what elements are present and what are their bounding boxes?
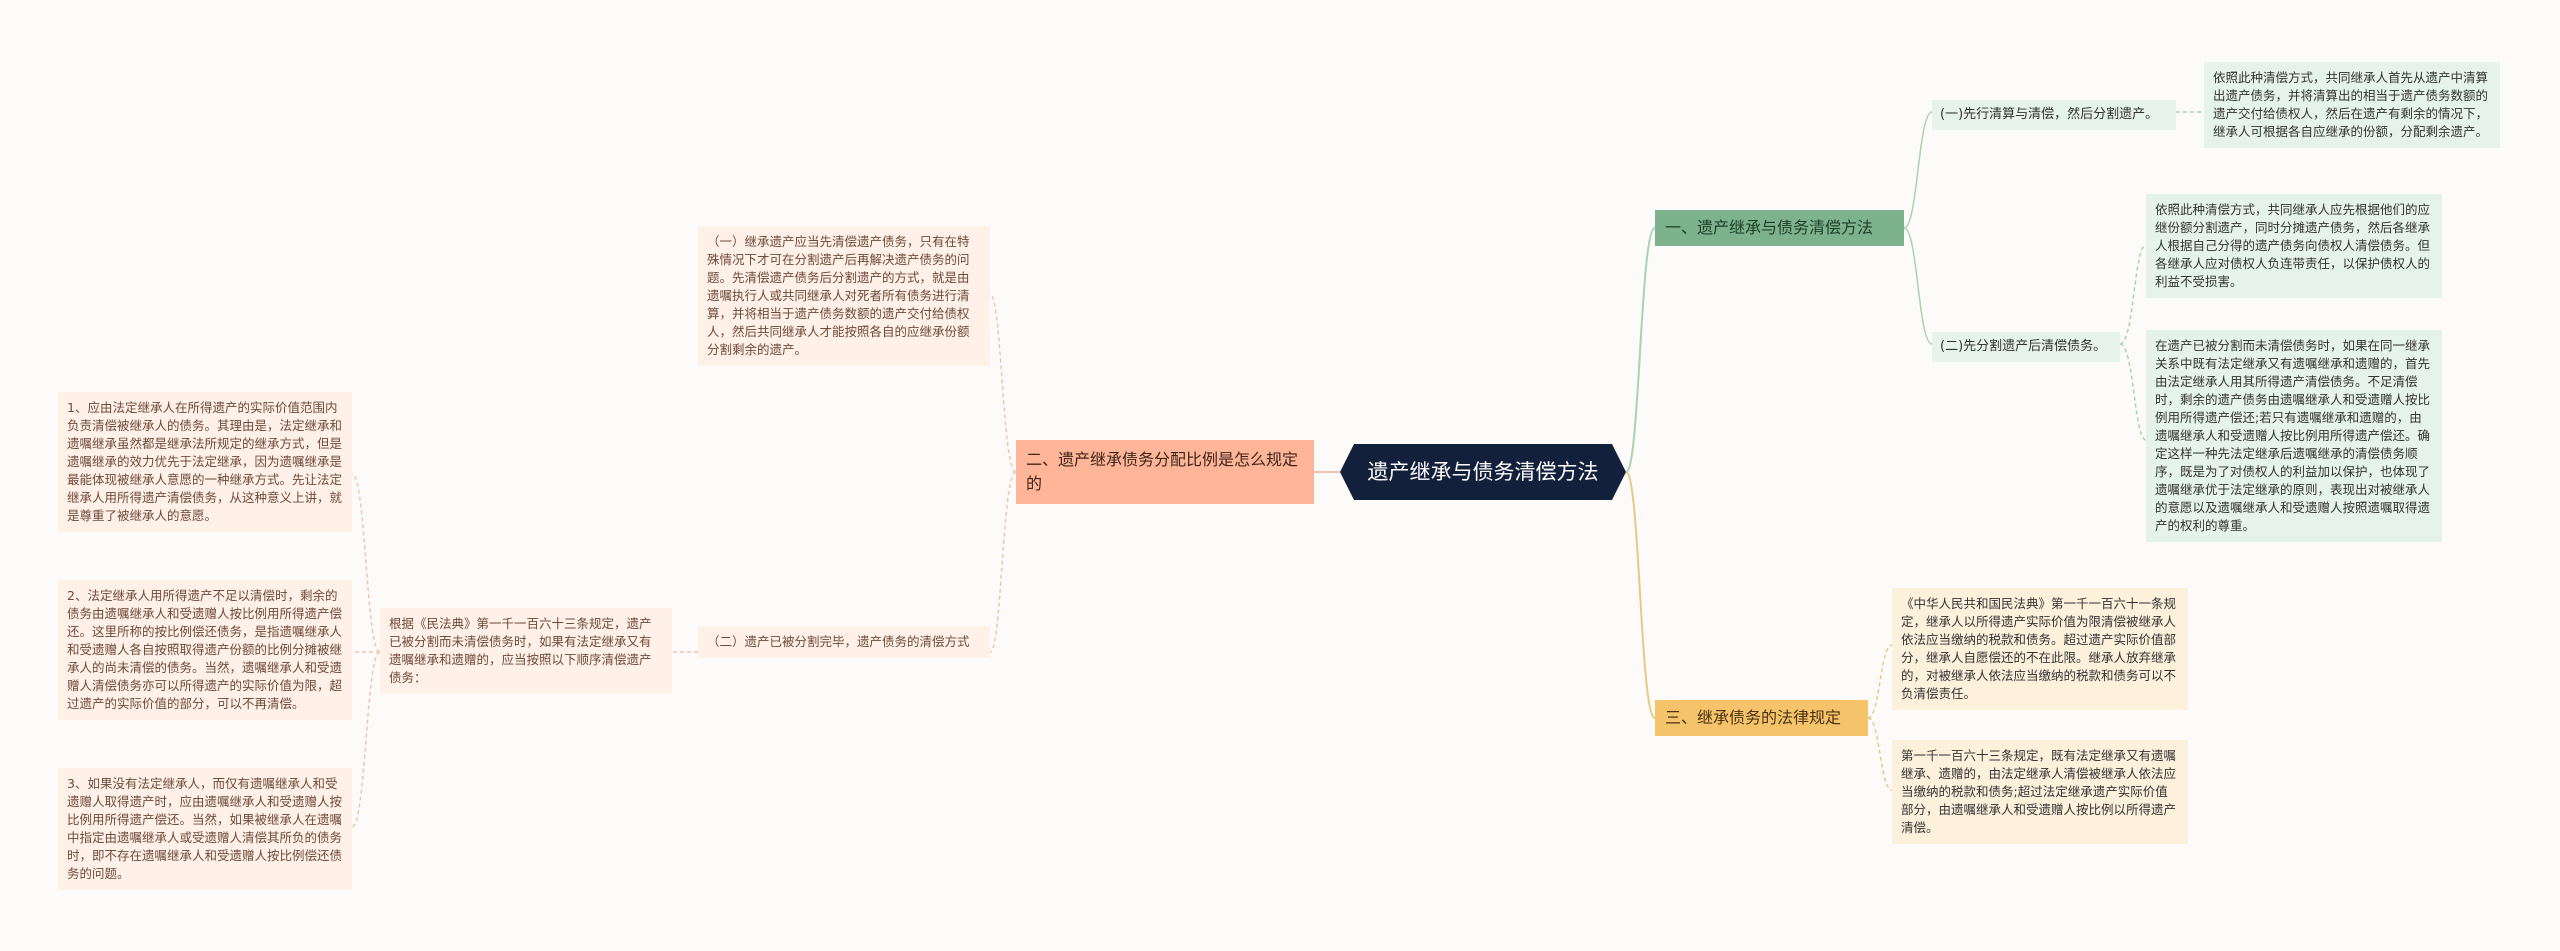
- link-root-branch1: [1625, 227, 1656, 473]
- branch-1-sub-1-leaf[interactable]: 依照此种清偿方式，共同继承人首先从遗产中清算出遗产债务，并将清算出的相当于遗产债…: [2204, 62, 2500, 148]
- branch-1-node[interactable]: 一、遗产继承与债务清偿方法: [1655, 210, 1904, 246]
- link-mid-item1: [351, 473, 381, 653]
- link-branch3-leaf2: [1867, 717, 1893, 791]
- branch-2-item-1[interactable]: 1、应由法定继承人在所得遗产的实际价值范围内负责清偿被继承人的债务。其理由是，法…: [58, 392, 352, 532]
- link-branch2-sub2: [989, 471, 1017, 653]
- branch-2-sub-2-mid-node[interactable]: 根据《民法典》第一千一百六十三条规定，遗产已被分割而未清偿债务时，如果有法定继承…: [380, 608, 672, 694]
- link-branch2-sub1: [989, 293, 1017, 473]
- branch-1-sub-2-leaf-2[interactable]: 在遗产已被分割而未清偿债务时，如果在同一继承关系中既有法定继承又有遗嘱继承和遗赠…: [2146, 330, 2442, 542]
- branch-2-item-2[interactable]: 2、法定继承人用所得遗产不足以清偿时，剩余的债务由遗嘱继承人和受遗赠人按比例用所…: [58, 580, 352, 720]
- branch-1-sub-1-node[interactable]: (一)先行清算与清偿，然后分割遗产。: [1932, 100, 2176, 130]
- branch-1-sub-2-node[interactable]: (二)先分割遗产后清偿债务。: [1932, 332, 2120, 362]
- link-sub2-leaf2: [2119, 343, 2147, 441]
- branch-3-node[interactable]: 三、继承债务的法律规定: [1655, 700, 1868, 736]
- branch-1-sub-2-leaf-1[interactable]: 依照此种清偿方式，共同继承人应先根据他们的应继份额分割遗产，同时分摊遗产债务，然…: [2146, 194, 2442, 298]
- link-sub2-leaf1: [2119, 244, 2147, 345]
- branch-3-leaf-2[interactable]: 第一千一百六十三条规定，既有法定继承又有遗嘱继承、遗赠的，由法定继承人清偿被继承…: [1892, 740, 2188, 844]
- link-branch1-sub1: [1903, 111, 1933, 229]
- branch-3-leaf-1[interactable]: 《中华人民共和国民法典》第一千一百六十一条规定，继承人以所得遗产实际价值为限清偿…: [1892, 588, 2188, 710]
- branch-2-sub-2-node[interactable]: （二）遗产已被分割完毕，遗产债务的清偿方式: [698, 626, 990, 658]
- link-root-branch3: [1625, 471, 1656, 719]
- link-branch1-sub2: [1903, 227, 1933, 345]
- link-branch3-leaf1: [1867, 644, 1893, 719]
- branch-2-item-3[interactable]: 3、如果没有法定继承人，而仅有遗嘱继承人和受遗赠人取得遗产时，应由遗嘱继承人和受…: [58, 768, 352, 890]
- branch-2-node[interactable]: 二、遗产继承债务分配比例是怎么规定的: [1016, 440, 1314, 504]
- branch-2-sub-1-node[interactable]: （一）继承遗产应当先清偿遗产债务，只有在特殊情况下才可在分割遗产后再解决遗产债务…: [698, 226, 990, 366]
- root-node[interactable]: 遗产继承与债务清偿方法: [1340, 444, 1626, 500]
- link-mid-item3: [351, 651, 381, 828]
